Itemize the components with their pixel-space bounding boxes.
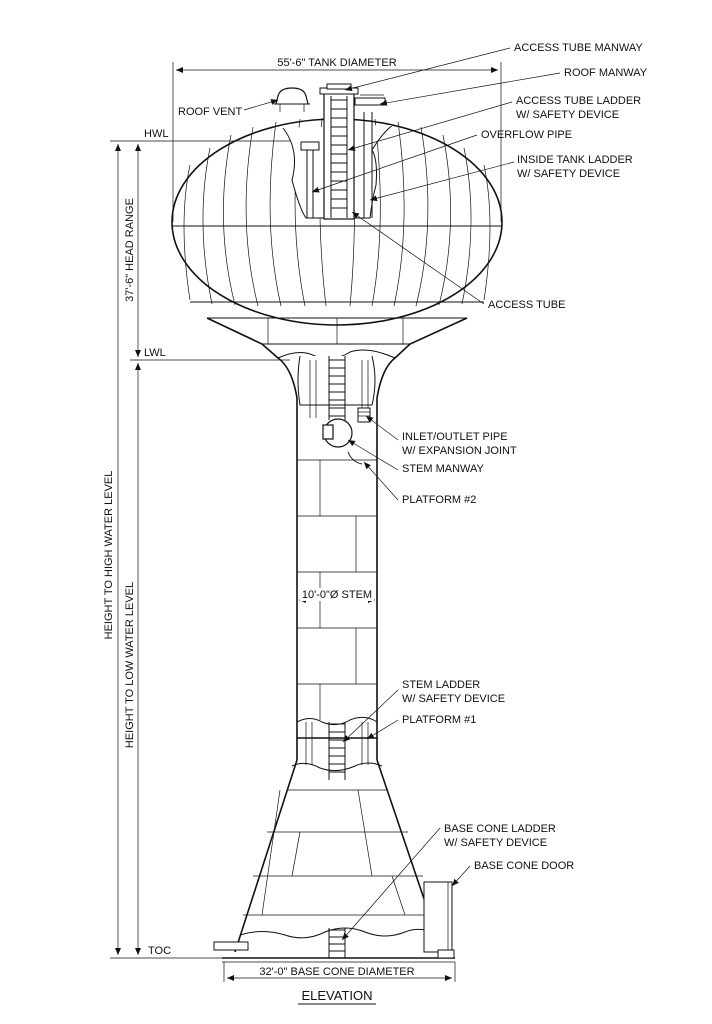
- base-cone-ladder: [328, 928, 346, 958]
- stem-upper-cutaway: [297, 355, 376, 418]
- label-access-tube-ladder-safety: W/ SAFETY DEVICE: [516, 109, 619, 121]
- stem-diameter-dimension: 10'-0"Ø STEM: [299, 588, 375, 603]
- height-high-label: HEIGHT TO HIGH WATER LEVEL: [103, 471, 115, 640]
- label-access-tube: ACCESS TUBE: [488, 299, 565, 311]
- drawing-title: ELEVATION: [298, 988, 376, 1005]
- roof-manway: [354, 94, 386, 106]
- foundation: [213, 941, 455, 963]
- tank-diameter-label: 55'-6" TANK DIAMETER: [277, 57, 396, 69]
- stem: [296, 398, 378, 760]
- stem-lower-cutaway: [296, 716, 378, 765]
- label-platform-1: PLATFORM #1: [402, 714, 476, 726]
- callout-labels: ACCESS TUBE MANWAY ROOF MANWAY ACCESS TU…: [178, 42, 648, 872]
- head-range-label: 37'-6" HEAD RANGE: [124, 198, 136, 302]
- label-inlet-outlet-joint: W/ EXPANSION JOINT: [402, 445, 517, 457]
- label-base-cone-ladder-safety: W/ SAFETY DEVICE: [444, 837, 547, 849]
- label-inside-tank-ladder: INSIDE TANK LADDER: [517, 154, 633, 166]
- ladder-rungs: [329, 99, 347, 952]
- label-access-tube-ladder: ACCESS TUBE LADDER: [516, 95, 641, 107]
- overflow-pipe: [300, 141, 320, 218]
- base-cone-diameter-label: 32'-0" BASE CONE DIAMETER: [259, 966, 414, 978]
- base-cone: [234, 759, 443, 953]
- label-stem-manway: STEM MANWAY: [402, 463, 485, 475]
- label-stem-ladder: STEM LADDER: [402, 679, 480, 691]
- callout-leaders: [243, 47, 561, 941]
- label-access-tube-manway: ACCESS TUBE MANWAY: [514, 42, 643, 54]
- label-base-cone-door: BASE CONE DOOR: [474, 860, 574, 872]
- stem-ladder-lower: [328, 722, 346, 780]
- height-dimensions: HEIGHT TO HIGH WATER LEVEL HEIGHT TO LOW…: [102, 144, 141, 955]
- access-tube: [319, 83, 359, 220]
- lwl-label: LWL: [144, 347, 166, 359]
- roof-vent: [274, 87, 310, 112]
- title-text: ELEVATION: [301, 988, 372, 1003]
- stem-diameter-label: 10'-0"Ø STEM: [302, 589, 372, 601]
- label-stem-ladder-safety: W/ SAFETY DEVICE: [402, 693, 505, 705]
- hwl-label: HWL: [144, 128, 168, 140]
- toc-label: TOC: [148, 945, 171, 957]
- stem-manway: [322, 418, 353, 448]
- tank-diameter-dimension: 55'-6" TANK DIAMETER: [172, 57, 502, 222]
- base-cone-diameter-dimension: 32'-0" BASE CONE DIAMETER: [223, 962, 456, 982]
- label-roof-vent: ROOF VENT: [178, 106, 242, 118]
- inlet-outlet-pipe: [357, 407, 371, 423]
- access-tube-ladder: [330, 96, 348, 218]
- label-platform-2: PLATFORM #2: [402, 494, 476, 506]
- stem-ladder-upper: [328, 356, 346, 420]
- platform-2: [347, 451, 363, 465]
- base-cone-door: [423, 881, 453, 953]
- label-base-cone-ladder: BASE CONE LADDER: [444, 823, 556, 835]
- level-lines: HWL LWL TOC: [110, 128, 290, 959]
- label-roof-manway: ROOF MANWAY: [564, 67, 648, 79]
- label-inlet-outlet-pipe: INLET/OUTLET PIPE: [402, 431, 508, 443]
- height-low-label: HEIGHT TO LOW WATER LEVEL: [124, 582, 136, 748]
- label-overflow-pipe: OVERFLOW PIPE: [481, 129, 572, 141]
- label-inside-tank-ladder-safety: W/ SAFETY DEVICE: [517, 168, 620, 180]
